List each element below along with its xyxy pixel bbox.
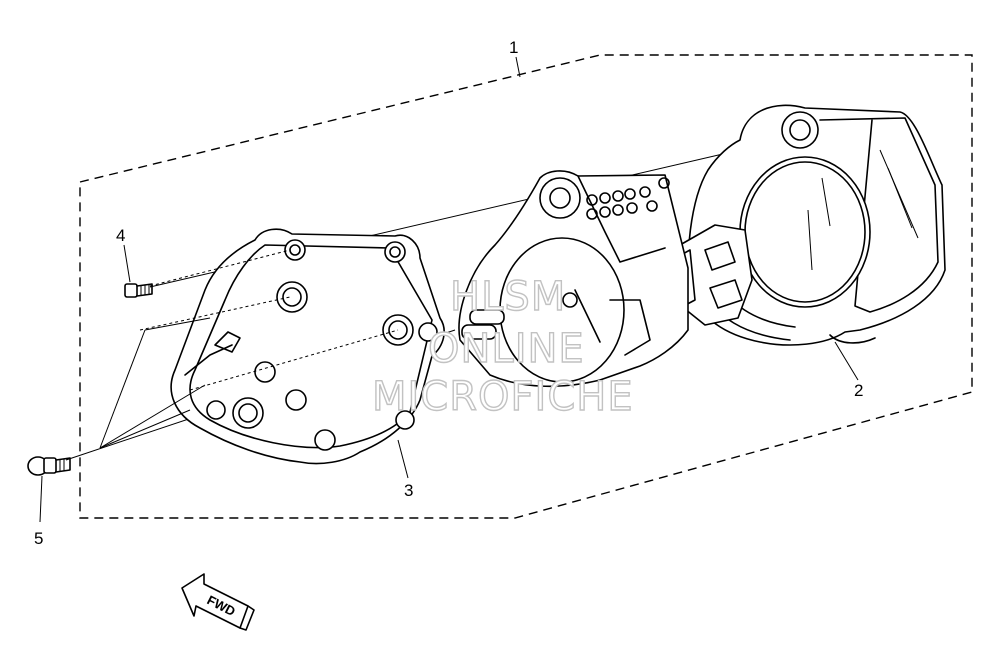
- callout-1: 1: [509, 38, 518, 57]
- leader-line-1: [515, 56, 521, 78]
- callout-5: 5: [34, 529, 43, 548]
- leader-line-4: [123, 244, 131, 283]
- leader-line-3: [397, 439, 409, 479]
- lower-cover-part-3: [139, 228, 445, 465]
- screw-part-5: [27, 456, 71, 476]
- fwd-arrow: FWD: [181, 573, 255, 631]
- meter-side-panel: [819, 117, 939, 313]
- callout-3: 3: [404, 481, 413, 500]
- screw-part-4: [124, 283, 153, 298]
- watermark-line-3: MICROFICHE: [372, 374, 634, 420]
- fan-leader-b: [99, 384, 206, 449]
- meter-dial: [739, 156, 871, 308]
- meter-assembly-part-2: [659, 104, 946, 346]
- leader-line-5: [39, 475, 43, 523]
- callout-4: 4: [116, 226, 125, 245]
- fan-leader-c: [99, 409, 191, 449]
- watermark-line-2: ONLINE: [428, 326, 585, 372]
- meter-switch-block: [679, 224, 753, 326]
- fan-leader-d: [144, 317, 211, 331]
- watermark-line-1: HLSM: [450, 274, 566, 320]
- meter-circuit-board: [458, 170, 689, 388]
- assembly-boundary-dashed: [79, 54, 973, 519]
- leader-line-2: [834, 341, 859, 381]
- fan-leader-a: [99, 329, 146, 449]
- watermark: HLSM ONLINE MICROFICHE: [371, 273, 634, 420]
- callout-2: 2: [854, 381, 863, 400]
